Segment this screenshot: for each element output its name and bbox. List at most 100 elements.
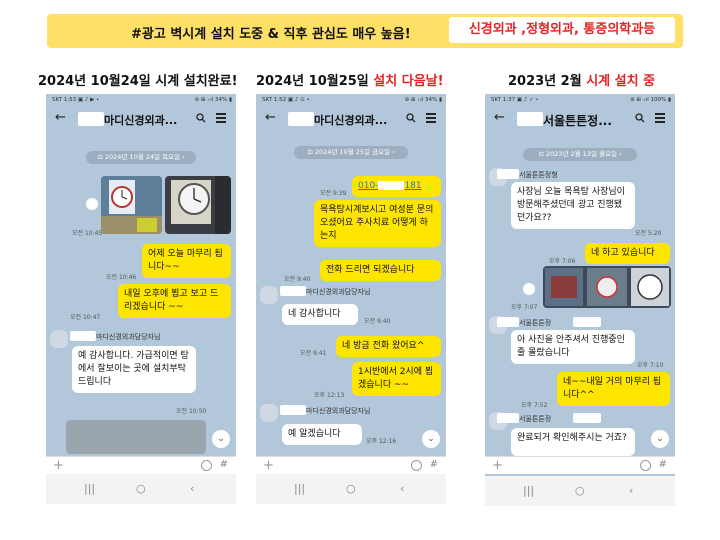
message-time: 오전 9:40 <box>284 276 311 283</box>
caption-1: 2024년 10월24일 시계 설치완료! <box>38 74 238 89</box>
message-bubble-sent: 네 하고 있습니다 <box>585 243 670 264</box>
message-input-bar[interactable]: + # <box>256 456 446 474</box>
phone-screenshot-2: SKT 1:52 ▣ ♪ ⊙ • ⊛ ⊞ ₊ıl 34% ▮ ← 마디신경외과.… <box>256 94 446 504</box>
message-bubble-received: 예 감사합니다. 가급적이면 탕에서 잘보이는 곳에 설치부탁드립니다 <box>72 346 196 393</box>
scroll-down-button[interactable]: ⌄ <box>651 430 669 448</box>
message-time: 오후 7:06 <box>549 258 576 265</box>
back-arrow-icon[interactable]: ← <box>494 110 505 125</box>
back-arrow-icon[interactable]: ← <box>55 110 66 125</box>
message-time: 오후 7:10 <box>637 362 664 369</box>
redaction-mask <box>280 405 306 415</box>
message-bubble-received: 사장님 오늘 목욕탕 사장님이 방문해주셨던데 광고 진행됐던가요?? <box>511 182 635 229</box>
chat-header: ← 마디신경외과... <box>46 106 236 132</box>
redaction-mask <box>573 317 601 327</box>
nav-back-icon[interactable]: ‹ <box>400 482 405 495</box>
avatar[interactable] <box>260 404 278 422</box>
redaction-mask <box>497 413 519 423</box>
hash-icon[interactable]: # <box>219 459 228 470</box>
recent-apps-icon[interactable]: ||| <box>523 484 535 497</box>
hash-icon[interactable]: # <box>429 459 438 470</box>
share-icon[interactable] <box>523 283 535 295</box>
redaction-mask <box>497 169 519 179</box>
back-arrow-icon[interactable]: ← <box>265 110 276 125</box>
menu-icon[interactable] <box>655 113 665 123</box>
redaction-mask <box>78 112 104 126</box>
top-banner: #광고 벽시계 설치 도중 & 직후 관심도 매우 높음! 신경외과 ,정형외과… <box>47 14 683 48</box>
nav-back-icon[interactable]: ‹ <box>190 482 195 495</box>
message-time: 오전 9:39 <box>320 190 347 197</box>
message-bubble-sent: 네 방금 전화 왔어요^ <box>336 336 441 357</box>
sender-name: 마디신경외과담당자님 <box>306 407 371 415</box>
image-message[interactable] <box>66 420 206 454</box>
recent-apps-icon[interactable]: ||| <box>294 482 306 495</box>
home-icon[interactable]: ○ <box>346 482 356 495</box>
message-bubble-received: 예 알겠습니다 <box>282 424 362 445</box>
redaction-mask <box>517 112 543 126</box>
plus-icon[interactable]: + <box>263 458 274 473</box>
banner-headline: #광고 벽시계 설치 도중 & 직후 관심도 매우 높음! <box>131 27 411 42</box>
emoji-icon[interactable] <box>640 460 651 471</box>
date-divider: ⊡ 2023년 2월 13일 월요일 › <box>523 148 637 161</box>
avatar[interactable] <box>50 330 68 348</box>
caption-2: 2024년 10월25일 설치 다음날! <box>256 74 444 89</box>
status-bar: SKT 1:37 ▣ ♪ ✓ • ⊛ ⊞ ₊ıl 100% ▮ <box>491 97 671 103</box>
clock-install-photo-2[interactable] <box>165 176 231 234</box>
message-bubble-received: 아 사진을 안주셔서 진행중인줄 몰랐습니다 <box>511 330 635 364</box>
plus-icon[interactable]: + <box>492 458 503 473</box>
message-time: 오전 5:20 <box>635 230 662 237</box>
clock-install-photo-1[interactable] <box>101 176 162 234</box>
search-icon[interactable] <box>196 113 206 123</box>
message-bubble-sent: 네~~내일 거의 마무리 됩니다^^ <box>557 372 670 406</box>
phone-screenshot-3: SKT 1:37 ▣ ♪ ✓ • ⊛ ⊞ ₊ıl 100% ▮ ← 서울튼튼정.… <box>485 94 675 506</box>
search-icon[interactable] <box>635 113 645 123</box>
message-input-bar[interactable]: + # <box>46 456 236 474</box>
plus-icon[interactable]: + <box>53 458 64 473</box>
phone-screenshot-1: SKT 1:53 ▣ ♪ ▶ • ⊛ ⊞ ₊ıl 34% ▮ ← 마디신경외과.… <box>46 94 236 504</box>
search-icon[interactable] <box>406 113 416 123</box>
date-divider: ⊡ 2024년 10월 25일 금요일 › <box>294 146 408 159</box>
message-time: 오전 9:41 <box>300 350 327 357</box>
hash-icon[interactable]: # <box>658 459 667 470</box>
message-time: 오후 12:16 <box>366 438 397 445</box>
menu-icon[interactable] <box>426 113 436 123</box>
home-icon[interactable]: ○ <box>136 482 146 495</box>
chat-header: ← 서울튼튼정... <box>485 106 675 132</box>
sender-name: 마디신경외과담당자님 <box>306 288 371 296</box>
message-bubble-sent: 어제 오늘 마무리 됩니다~~ <box>142 244 231 278</box>
emoji-icon[interactable] <box>411 460 422 471</box>
sender-name: 서울튼튼정 <box>519 319 552 327</box>
message-time: 오전 10:50 <box>176 408 207 415</box>
message-bubble-sent: 1시반에서 2시에 뵙겠습니다 ~~ <box>352 362 441 396</box>
emoji-icon[interactable] <box>201 460 212 471</box>
home-icon[interactable]: ○ <box>575 484 585 497</box>
message-bubble-sent: 전화 드리면 되겠습니다 <box>320 260 441 281</box>
status-bar: SKT 1:52 ▣ ♪ ⊙ • ⊛ ⊞ ₊ıl 34% ▮ <box>262 97 442 103</box>
menu-icon[interactable] <box>216 113 226 123</box>
redaction-mask <box>280 286 306 296</box>
message-time: 오후 12:13 <box>314 392 345 399</box>
message-time: 오후 7:07 <box>511 304 538 311</box>
scroll-down-button[interactable]: ⌄ <box>212 430 230 448</box>
nav-back-icon[interactable]: ‹ <box>629 484 634 497</box>
date-divider: ⊡ 2024년 10월 24일 목요일 › <box>86 151 196 164</box>
recent-apps-icon[interactable]: ||| <box>84 482 96 495</box>
chat-title: 서울튼튼정... <box>543 114 612 128</box>
banner-departments: 신경외과 ,정형외과, 통증의학과등 <box>449 17 675 43</box>
redaction-mask <box>497 317 519 327</box>
avatar[interactable] <box>260 286 278 304</box>
chat-header: ← 마디신경외과... <box>256 106 446 132</box>
share-icon[interactable] <box>86 198 98 210</box>
scroll-down-button[interactable]: ⌄ <box>422 430 440 448</box>
message-bubble-sent: 목욕탕시계보시고 여성분 문의오셨어요 주사치료 어떻게 하는지 <box>314 200 441 247</box>
sender-name: 서울튼튼정형 <box>519 171 558 179</box>
android-nav-bar: ||| ○ ‹ <box>256 474 446 504</box>
redaction-mask <box>573 413 601 423</box>
message-time: 오후 7:52 <box>521 402 548 409</box>
phone-link-bubble[interactable]: 010-181 <box>352 176 441 197</box>
message-bubble-received: 완료되거 확인해주시는 거죠? <box>511 428 635 456</box>
clock-install-photo-strip[interactable] <box>543 266 671 308</box>
chat-title: 마디신경외과... <box>104 114 178 127</box>
message-bubble-sent: 내일 오후에 뵙고 보고 드리겠습니다 ~~ <box>118 284 231 318</box>
message-input-bar[interactable]: + # <box>485 456 675 474</box>
android-nav-bar: ||| ○ ‹ <box>46 474 236 504</box>
